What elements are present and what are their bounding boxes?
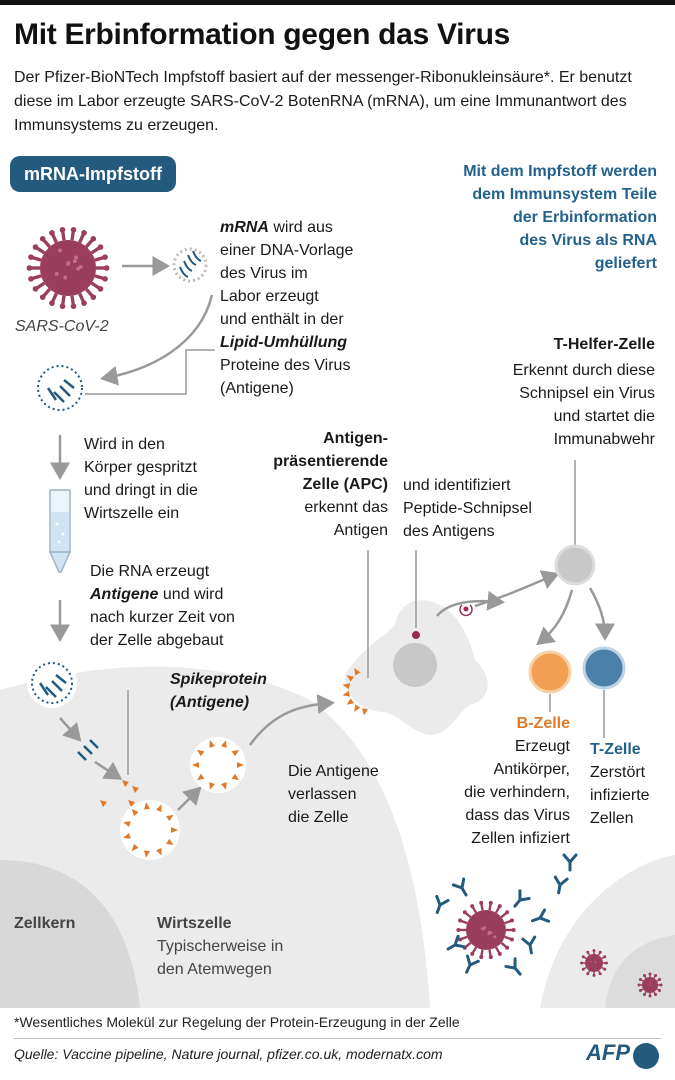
spike-label: Spikeprotein(Antigene) bbox=[170, 668, 267, 714]
arrow-to-bcell bbox=[540, 590, 572, 642]
afp-logo-text: AFP bbox=[586, 1040, 630, 1066]
t-cell-title: T-Zelle bbox=[590, 738, 650, 761]
host-cell-description: Wirtszelle Typischerweise in den Atemweg… bbox=[157, 912, 283, 981]
apc-nucleus bbox=[393, 643, 437, 687]
b-cell-description: B-Zelle ErzeugtAntikörper,die verhindern… bbox=[425, 712, 570, 850]
key-message: Mit dem Impfstoff werdendem Immunsystem … bbox=[395, 160, 657, 275]
nucleus-label: Zellkern bbox=[14, 912, 75, 935]
antigen-exit-description: Die Antigeneverlassendie Zelle bbox=[288, 760, 379, 829]
footnote: *Wesentliches Molekül zur Regelung der P… bbox=[14, 1014, 460, 1030]
arrow-to-tcell bbox=[590, 588, 605, 636]
t-helper-description: T-Helfer-Zelle Erkennt durch dieseSchnip… bbox=[430, 333, 655, 451]
antigen-vesicle bbox=[120, 800, 180, 860]
t-helper-title: T-Helfer-Zelle bbox=[430, 333, 655, 356]
t-cell bbox=[584, 648, 624, 688]
spike-vesicle bbox=[190, 737, 246, 793]
arrow-mrna-to-lipid bbox=[105, 295, 212, 378]
mrna-strand bbox=[174, 249, 206, 281]
mhc-receptor bbox=[460, 605, 472, 615]
page-title: Mit Erbinformation gegen das Virus bbox=[14, 18, 510, 52]
b-cell-title: B-Zelle bbox=[425, 712, 570, 735]
afp-logo-mark bbox=[633, 1043, 659, 1069]
rna-description: Die RNA erzeugt Antigene und wird nach k… bbox=[90, 560, 235, 652]
t-helper-cell bbox=[556, 546, 594, 584]
vaccine-type-badge: mRNA-Impfstoff bbox=[10, 156, 176, 192]
apc-description: Antigen- präsentierende Zelle (APC) erke… bbox=[250, 427, 388, 542]
virus-label: SARS-CoV-2 bbox=[15, 315, 109, 338]
injection-description: Wird in denKörper gespritztund dringt in… bbox=[84, 433, 198, 525]
lipid-in-cell bbox=[27, 658, 77, 708]
peptide-dot bbox=[412, 631, 420, 639]
syringe bbox=[50, 490, 70, 572]
lipid-pointer bbox=[85, 350, 215, 394]
t-cell-description: T-Zelle ZerstörtinfizierteZellen bbox=[590, 738, 650, 830]
neutralized-virus bbox=[456, 901, 515, 959]
sars-cov-2-virus bbox=[27, 227, 110, 309]
lipid-nanoparticle bbox=[38, 366, 82, 410]
page-subtitle: Der Pfizer-BioNTech Impfstoff basiert au… bbox=[14, 66, 664, 138]
b-cell bbox=[530, 652, 570, 692]
host-cell-title: Wirtszelle bbox=[157, 912, 283, 935]
arrow-to-thelper bbox=[475, 575, 555, 606]
peptide-description: und identifiziertPeptide-Schnipseldes An… bbox=[403, 474, 532, 543]
mrna-description: mRNA wird aus einer DNA-Vorlage des Viru… bbox=[220, 216, 353, 400]
footer-rule bbox=[14, 1038, 661, 1039]
source-line: Quelle: Vaccine pipeline, Nature journal… bbox=[14, 1046, 443, 1062]
